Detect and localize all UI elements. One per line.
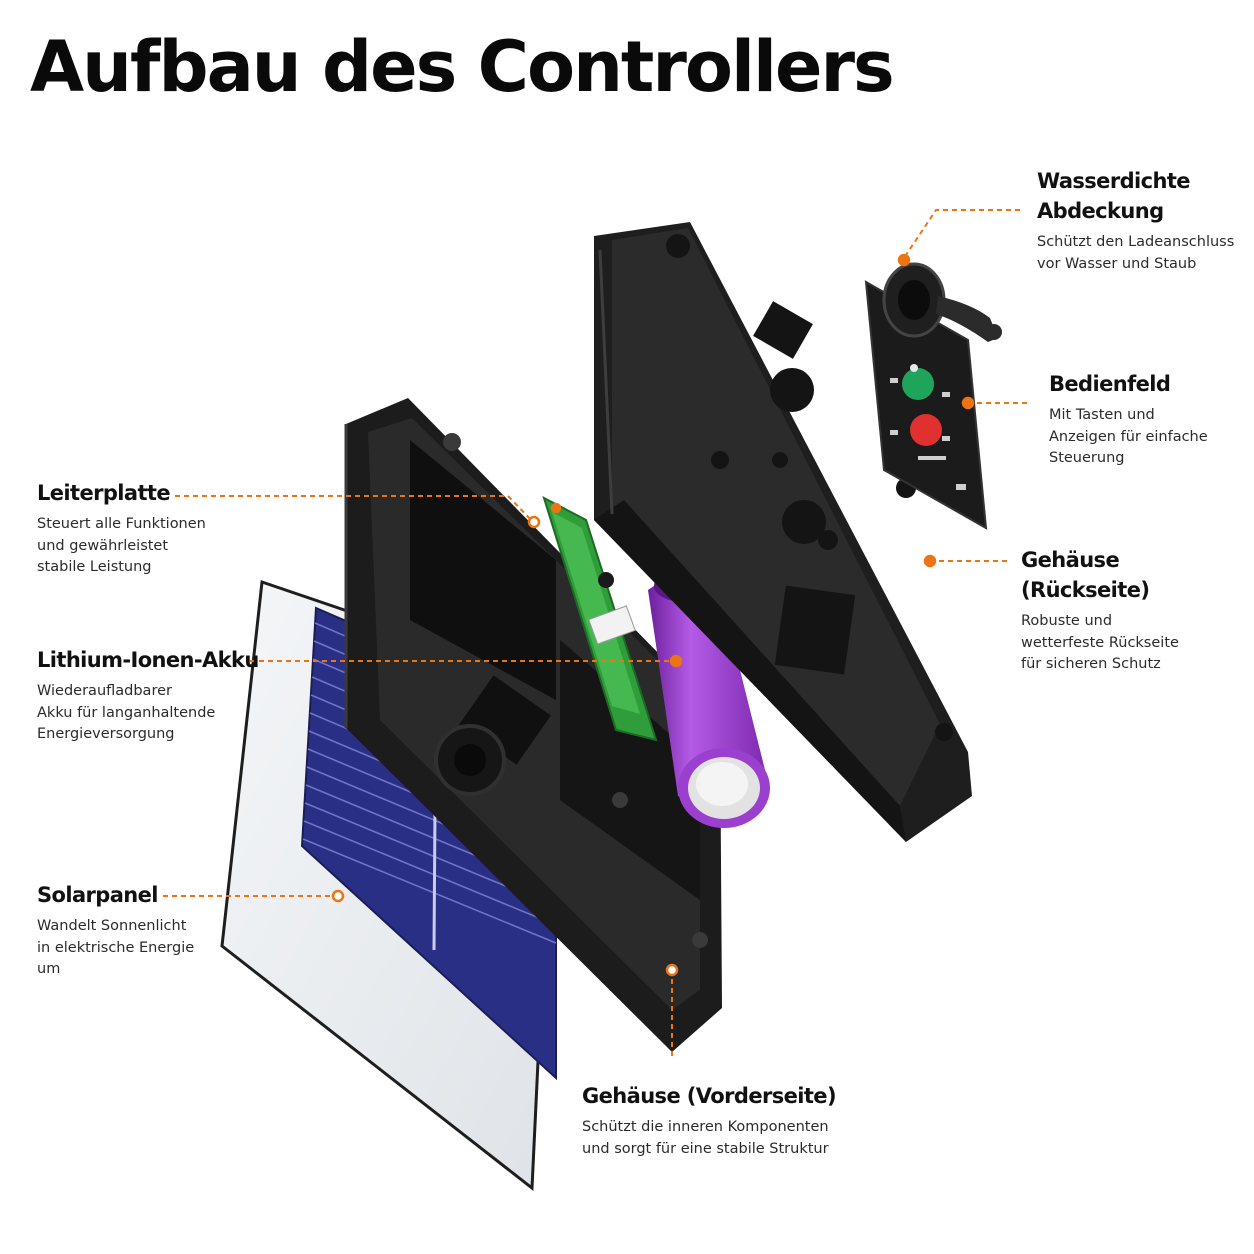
callout-solar-panel: Solarpanel Wandelt Sonnenlicht in elektr…	[37, 880, 194, 981]
lithium-battery	[648, 570, 770, 828]
callout-waterproof-cover: Wasserdichte Abdeckung Schützt den Ladea…	[1037, 166, 1234, 275]
waterproof-cover	[882, 262, 1002, 342]
callout-heading: Lithium-Ionen-Akku	[37, 648, 259, 672]
callout-heading: Wasserdichte Abdeckung	[1037, 169, 1191, 223]
green-button	[902, 368, 934, 400]
control-panel	[864, 280, 988, 530]
red-button	[910, 414, 942, 446]
leader-lines	[163, 209, 1030, 1060]
front-housing	[344, 398, 722, 1052]
callout-front-housing: Gehäuse (Vorderseite) Schützt die innere…	[582, 1081, 837, 1160]
callout-description: Robuste und wetterfeste Rückseite für si…	[1021, 613, 1179, 672]
leader-dots	[331, 253, 975, 977]
callout-heading: Leiterplatte	[37, 481, 171, 505]
callout-pcb: Leiterplatte Steuert alle Funktionen und…	[37, 478, 206, 579]
callout-description: Wandelt Sonnenlicht in elektrische Energ…	[37, 918, 195, 977]
pcb-board	[542, 495, 658, 742]
callout-heading: Bedienfeld	[1049, 372, 1171, 396]
callout-heading: Solarpanel	[37, 883, 158, 907]
callout-control-panel: Bedienfeld Mit Tasten und Anzeigen für e…	[1049, 369, 1208, 470]
callout-battery: Lithium-Ionen-Akku Wiederaufladbarer Akk…	[37, 645, 259, 746]
callout-description: Mit Tasten und Anzeigen für einfache Ste…	[1049, 407, 1208, 466]
callout-rear-housing: Gehäuse (Rückseite) Robuste und wetterfe…	[1021, 545, 1254, 676]
callout-description: Wiederaufladbarer Akku für langanhaltend…	[37, 683, 216, 742]
callout-description: Steuert alle Funktionen und gewährleiste…	[37, 516, 206, 575]
leader-cover	[903, 209, 1020, 259]
callout-description: Schützt den Ladeanschluss vor Wasser und…	[1037, 234, 1235, 272]
callout-heading: Gehäuse (Vorderseite)	[582, 1084, 837, 1108]
leader-pcb	[175, 495, 533, 522]
callout-description: Schützt die inneren Komponenten und sorg…	[582, 1119, 829, 1157]
callout-heading: Gehäuse (Rückseite)	[1021, 548, 1150, 602]
rear-housing	[594, 222, 972, 842]
page-title: Aufbau des Controllers	[30, 26, 895, 108]
